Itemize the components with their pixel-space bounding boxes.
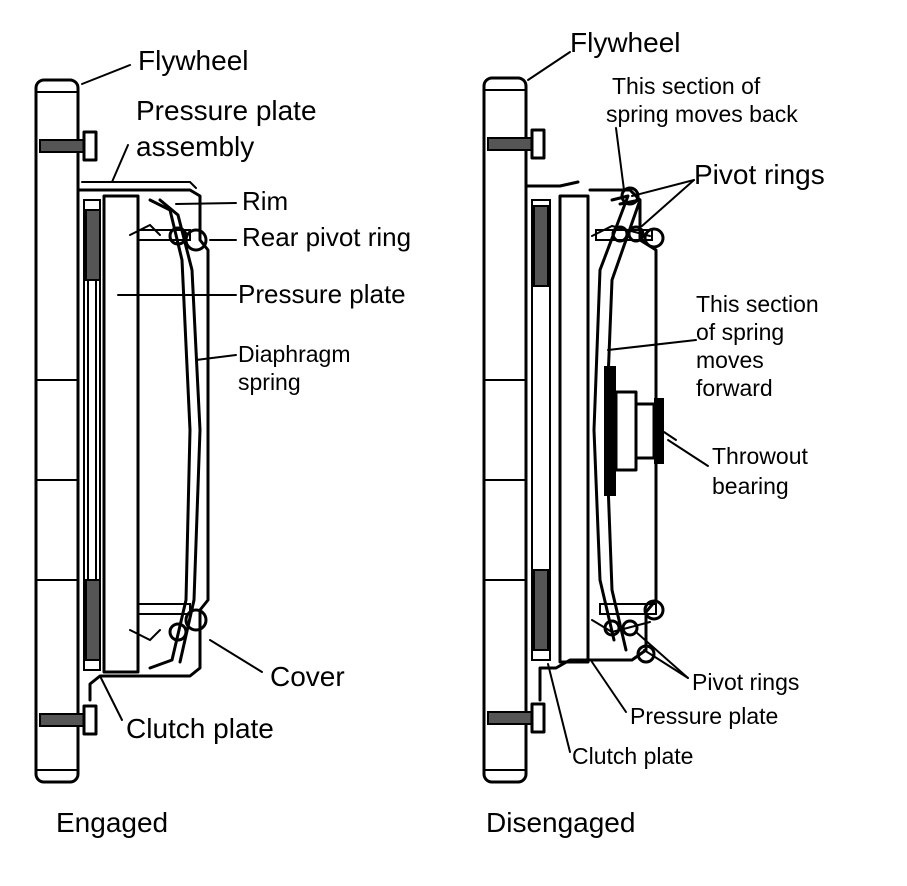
engaged-assembly: Flywheel Pressure plate assembly Rim Rea… xyxy=(34,45,411,838)
disengaged-clutch-plate-label: Clutch plate xyxy=(572,743,693,769)
engaged-rear-pivot-ring-label: Rear pivot ring xyxy=(242,222,411,252)
engaged-pressure-plate-assembly-label-2: assembly xyxy=(136,131,254,162)
disengaged-flywheel-label: Flywheel xyxy=(570,27,680,58)
engaged-pressure-plate-label: Pressure plate xyxy=(238,279,406,309)
disengaged-section-forward-label-2: of spring xyxy=(696,319,784,345)
disengaged-section-back-label-2: spring moves back xyxy=(606,101,798,127)
disengaged-leaders xyxy=(527,51,709,753)
disengaged-bottom-bolt xyxy=(487,702,546,734)
engaged-flywheel xyxy=(34,78,80,784)
engaged-diaphragm-label-1: Diaphragm xyxy=(238,341,351,367)
engaged-pivot-rings xyxy=(137,226,208,642)
engaged-rim-label: Rim xyxy=(242,186,288,216)
disengaged-pivot-rings xyxy=(595,186,665,664)
disengaged-throwout-bearing xyxy=(604,366,677,496)
disengaged-clutch-plate xyxy=(531,199,551,661)
engaged-pressure-plate-assembly-label-1: Pressure plate xyxy=(136,95,317,126)
disengaged-throwout-label-1: Throwout xyxy=(712,443,808,469)
disengaged-section-forward-label-3: moves xyxy=(696,347,764,373)
engaged-diaphragm-label-2: spring xyxy=(238,369,301,395)
engaged-leaders xyxy=(81,64,263,721)
engaged-pressure-plate xyxy=(102,194,140,674)
engaged-bottom-bolt xyxy=(39,704,98,736)
disengaged-pressure-plate xyxy=(558,194,590,664)
disengaged-pivot-rings-bottom-label: Pivot rings xyxy=(692,669,799,695)
disengaged-section-forward-label-4: forward xyxy=(696,375,773,401)
engaged-flywheel-label: Flywheel xyxy=(138,45,248,76)
disengaged-section-forward-label-1: This section xyxy=(696,291,819,317)
engaged-top-bolt xyxy=(39,130,98,162)
disengaged-flywheel xyxy=(482,76,528,784)
engaged-clutch-plate-label: Clutch plate xyxy=(126,713,274,744)
disengaged-top-bolt xyxy=(487,128,546,160)
disengaged-throwout-label-2: bearing xyxy=(712,473,789,499)
disengaged-pressure-plate-label: Pressure plate xyxy=(630,703,778,729)
disengaged-diaphragm-spring xyxy=(591,194,651,652)
disengaged-pivot-rings-top-label: Pivot rings xyxy=(694,159,825,190)
engaged-cover-label: Cover xyxy=(270,661,345,692)
engaged-clutch-plate xyxy=(83,199,101,671)
disengaged-caption: Disengaged xyxy=(486,807,635,838)
engaged-caption: Engaged xyxy=(56,807,168,838)
disengaged-assembly: Flywheel This section of spring moves ba… xyxy=(482,27,825,838)
engaged-diaphragm-spring xyxy=(129,198,202,670)
disengaged-section-back-label-1: This section of xyxy=(612,73,761,99)
engaged-cover xyxy=(76,173,210,702)
